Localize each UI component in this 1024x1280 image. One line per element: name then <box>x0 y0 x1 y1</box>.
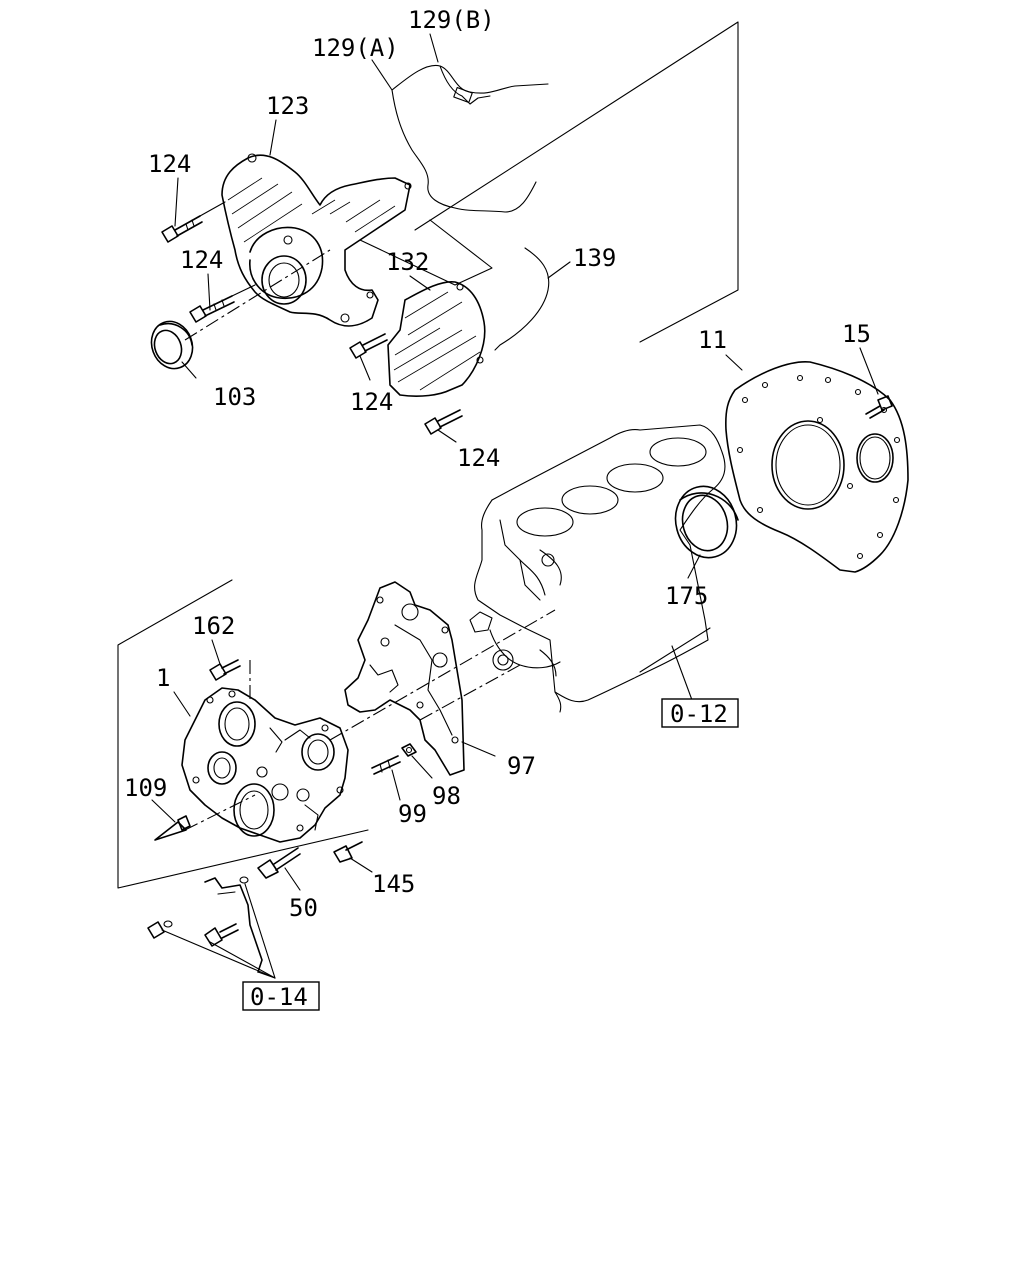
reference-box-0-14[interactable]: 0-14 <box>242 981 320 1011</box>
bracket-0-14 <box>147 876 263 973</box>
timing-cover-132 <box>387 281 486 397</box>
leader-lines <box>151 33 879 979</box>
front-cover-1 <box>181 687 349 843</box>
flywheel-housing-11 <box>725 361 909 573</box>
oil-seal-175 <box>674 485 739 559</box>
callout-15: 15 <box>842 320 871 348</box>
callout-124-bottom: 124 <box>457 444 500 472</box>
timing-plate-97 <box>344 581 465 776</box>
bolt-50 <box>257 847 301 879</box>
gasket-139 <box>494 247 550 351</box>
plug-109 <box>154 815 191 841</box>
callout-1: 1 <box>156 664 170 692</box>
callout-109: 109 <box>124 774 167 802</box>
callout-123: 123 <box>266 92 309 120</box>
callout-129b: 129(B) <box>408 6 495 34</box>
bolt-145 <box>333 841 363 863</box>
callout-129a: 129(A) <box>312 34 399 62</box>
callout-175: 175 <box>665 582 708 610</box>
timing-cover-group-bracket <box>414 21 739 343</box>
callout-99: 99 <box>398 800 427 828</box>
gasket-129 <box>391 64 549 213</box>
reference-0-14: 0-14 <box>250 983 308 1011</box>
bolt-15 <box>865 395 893 419</box>
callout-139: 139 <box>573 244 616 272</box>
reference-0-12: 0-12 <box>670 700 728 728</box>
callout-132: 132 <box>386 248 429 276</box>
reference-box-0-12[interactable]: 0-12 <box>661 698 739 728</box>
bolt-124-bottom <box>424 409 463 435</box>
bolt-124-mid <box>349 333 388 359</box>
nut-98 <box>401 743 417 757</box>
bolt-124-upper <box>161 215 203 243</box>
front-cover-group-bracket <box>117 579 369 889</box>
oil-seal-103 <box>150 320 194 370</box>
timing-cover-123 <box>221 153 412 327</box>
callout-145: 145 <box>372 870 415 898</box>
callout-50: 50 <box>289 894 318 922</box>
callout-124-mid: 124 <box>350 388 393 416</box>
callout-162: 162 <box>192 612 235 640</box>
callout-97: 97 <box>507 752 536 780</box>
bolt-124-lower <box>189 295 235 323</box>
callout-124-upper: 124 <box>148 150 191 178</box>
callout-98: 98 <box>432 782 461 810</box>
bolt-162 <box>209 659 241 681</box>
cylinder-block <box>469 424 726 713</box>
callout-103: 103 <box>213 383 256 411</box>
callout-124-lower: 124 <box>180 246 223 274</box>
callout-11: 11 <box>698 326 727 354</box>
stud-99 <box>371 755 401 775</box>
